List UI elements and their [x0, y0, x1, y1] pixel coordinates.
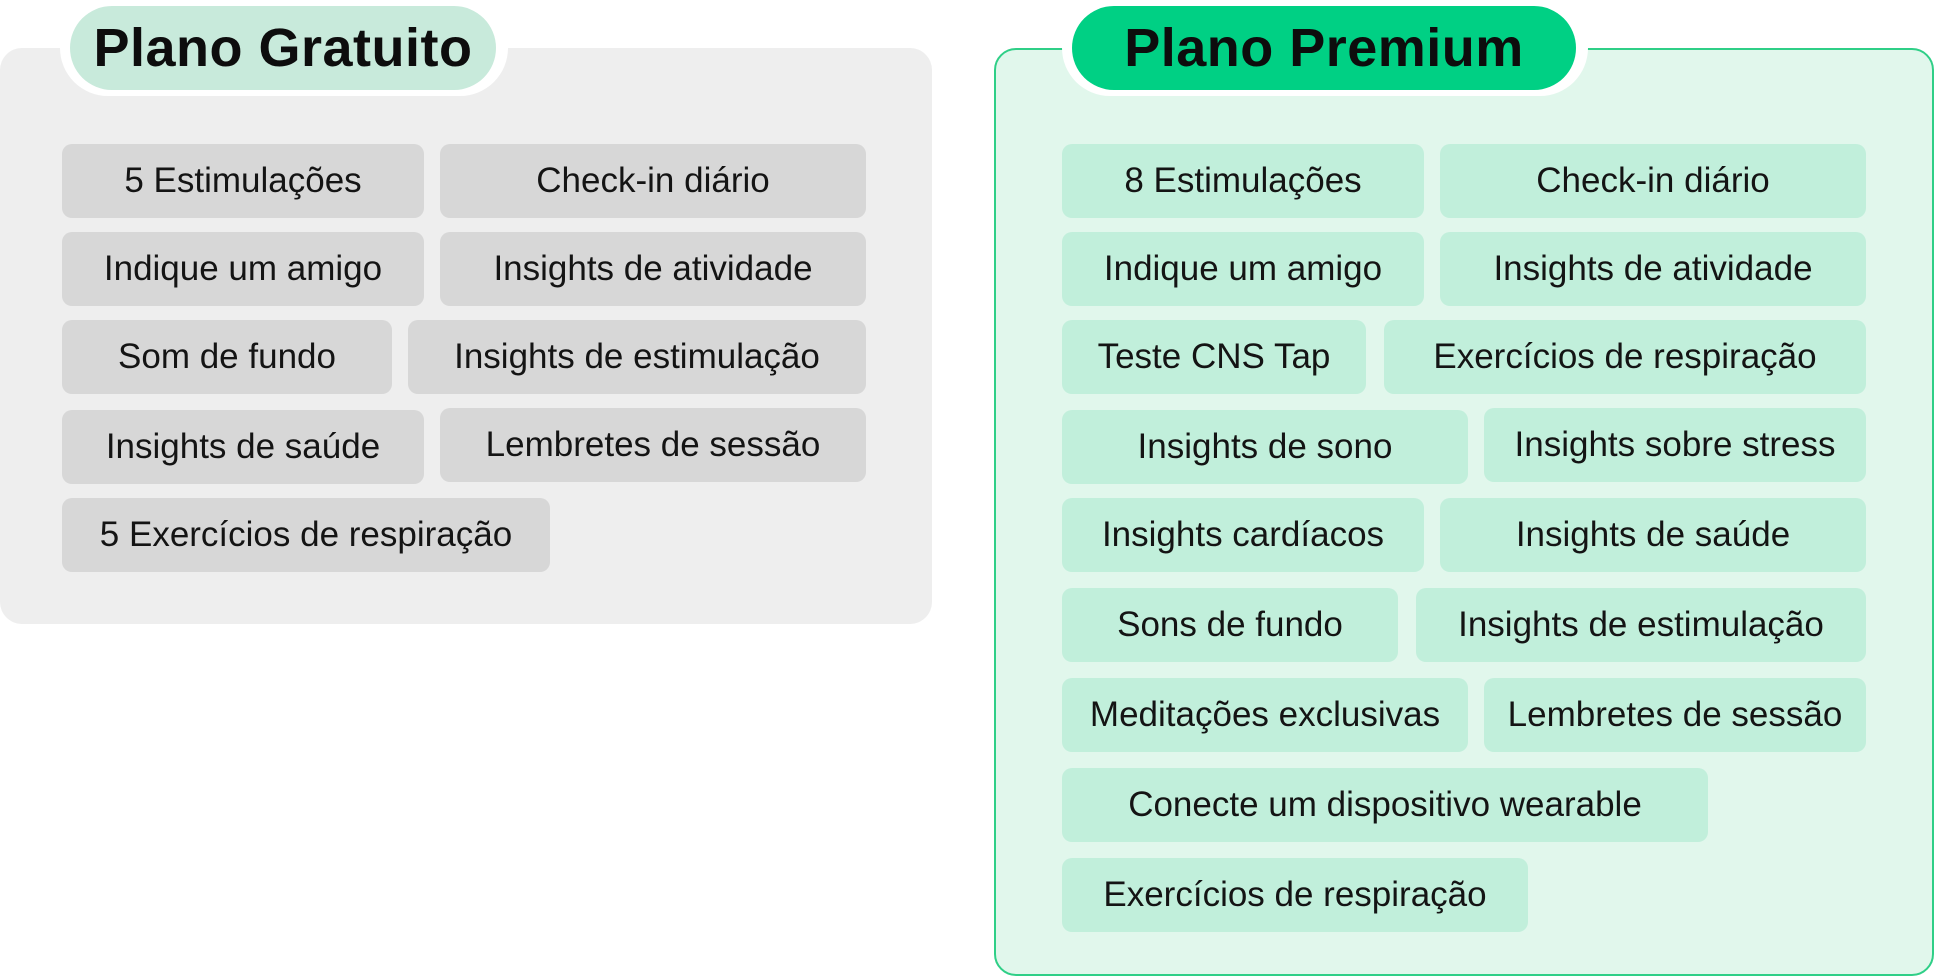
free-feature-chip: 5 Exercícios de respiração — [62, 498, 550, 572]
premium-feature-chip: Insights cardíacos — [1062, 498, 1424, 572]
premium-feature-chip: Exercícios de respiração — [1062, 858, 1528, 932]
premium-feature-chip: Insights de sono — [1062, 410, 1468, 484]
premium-feature-chip: Insights de atividade — [1440, 232, 1866, 306]
free-feature-chip: Insights de atividade — [440, 232, 866, 306]
premium-feature-chip: Insights de estimulação — [1416, 588, 1866, 662]
free-feature-chip: 5 Estimulações — [62, 144, 424, 218]
free-feature-chip: Check-in diário — [440, 144, 866, 218]
premium-feature-chip: Insights sobre stress — [1484, 408, 1866, 482]
premium-feature-chip: Meditações exclusivas — [1062, 678, 1468, 752]
premium-feature-chip: Insights de saúde — [1440, 498, 1866, 572]
free-feature-chip: Indique um amigo — [62, 232, 424, 306]
premium-feature-chip: Check-in diário — [1440, 144, 1866, 218]
free-plan-title: Plano Gratuito — [70, 6, 496, 90]
free-feature-chip: Insights de estimulação — [408, 320, 866, 394]
free-feature-chip: Insights de saúde — [62, 410, 424, 484]
premium-plan-title: Plano Premium — [1072, 6, 1576, 90]
free-feature-chip: Som de fundo — [62, 320, 392, 394]
premium-feature-chip: Exercícios de respiração — [1384, 320, 1866, 394]
premium-feature-chip: Sons de fundo — [1062, 588, 1398, 662]
premium-feature-chip: Indique um amigo — [1062, 232, 1424, 306]
free-feature-chip: Lembretes de sessão — [440, 408, 866, 482]
premium-feature-chip: Conecte um dispositivo wearable — [1062, 768, 1708, 842]
premium-feature-chip: 8 Estimulações — [1062, 144, 1424, 218]
premium-feature-chip: Teste CNS Tap — [1062, 320, 1366, 394]
premium-feature-chip: Lembretes de sessão — [1484, 678, 1866, 752]
